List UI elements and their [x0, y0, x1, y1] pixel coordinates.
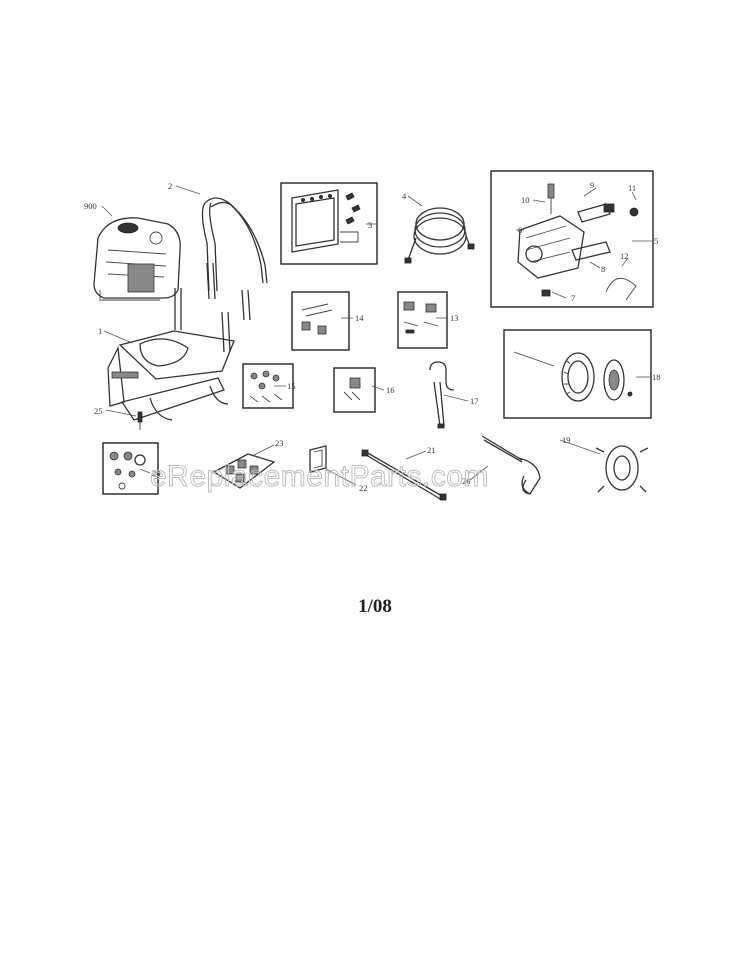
part-labels: 900 2 1 25 3 4 5 6 7 8 9 10 11 12 13 14 … — [84, 180, 661, 493]
label-900: 900 — [84, 201, 97, 211]
label-7: 7 — [571, 293, 575, 303]
frame-part — [107, 288, 235, 421]
label-17: 17 — [470, 396, 479, 406]
bolt-part — [137, 411, 143, 430]
label-18: 18 — [652, 372, 661, 382]
spray-gun-part — [481, 435, 541, 495]
revision-date: 1/08 — [358, 596, 392, 617]
label-12: 12 — [620, 251, 629, 261]
part-15-hardware — [249, 370, 283, 403]
label-3: 3 — [368, 220, 372, 230]
nozzle-set-part — [212, 453, 276, 489]
label-2: 2 — [168, 181, 172, 191]
label-8: 8 — [601, 264, 605, 274]
label-5: 5 — [654, 236, 658, 246]
part-16-hardware — [343, 377, 361, 401]
label-23: 23 — [275, 438, 284, 448]
part-13-box — [397, 291, 448, 349]
label-25: 25 — [94, 406, 103, 416]
part-18-box — [503, 329, 652, 419]
label-14: 14 — [355, 313, 364, 323]
part-5-box — [490, 170, 654, 308]
label-11: 11 — [628, 183, 636, 193]
label-15: 15 — [287, 381, 296, 391]
bracket-part — [309, 445, 327, 473]
part-14-box — [291, 291, 350, 351]
label-19: 19 — [562, 435, 571, 445]
part-13-hardware — [403, 301, 439, 334]
label-13: 13 — [450, 313, 459, 323]
handle-part — [201, 197, 268, 321]
hose-part — [404, 207, 475, 264]
soap-tube-part — [429, 361, 455, 429]
label-10: 10 — [521, 195, 530, 205]
label-1: 1 — [98, 326, 102, 336]
part-24-box — [102, 442, 159, 495]
part-15-box — [242, 363, 294, 409]
label-21: 21 — [427, 445, 436, 455]
part-14-hardware — [301, 303, 333, 335]
label-16: 16 — [386, 385, 395, 395]
mount-plate-part — [291, 189, 361, 253]
label-6: 6 — [518, 225, 522, 235]
pump-assembly-part — [517, 183, 639, 301]
part-16-box — [333, 367, 376, 413]
part-3-box — [280, 182, 378, 265]
engine-part — [93, 217, 181, 301]
holder-part — [595, 445, 649, 493]
label-9: 9 — [590, 180, 594, 190]
part-24-hardware — [109, 451, 146, 490]
label-26: 26 — [462, 476, 471, 486]
label-24: 24 — [152, 468, 161, 478]
label-4: 4 — [402, 191, 407, 201]
spray-wand-part — [361, 449, 447, 501]
label-22: 22 — [359, 483, 368, 493]
wheel-part — [513, 351, 633, 402]
watermark-text: eReplacementParts.com — [150, 460, 489, 493]
leader-lines — [101, 185, 652, 486]
